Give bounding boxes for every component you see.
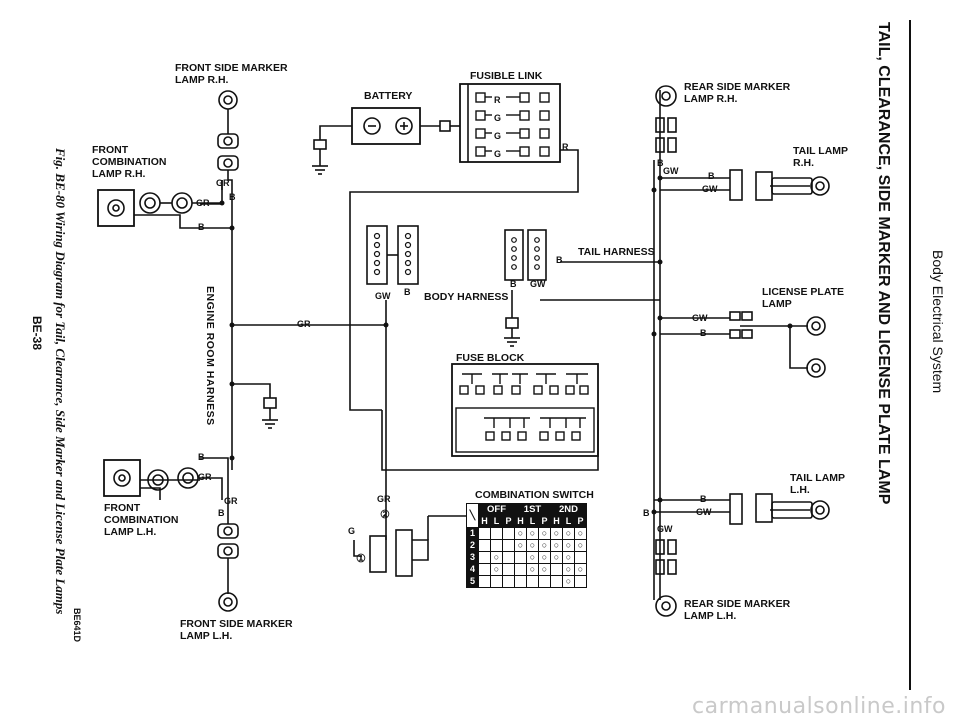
wire-label-b: B [404,287,411,297]
switch-subheader: P [538,515,551,528]
wire-label-gw: GW [530,279,546,289]
figure-caption: Fig. BE-80 Wiring Diagram for Tail, Clea… [53,148,68,615]
combination-switch-table: ╲ OFF 1ST 2ND H L P H L P H L P 1 ○○○○○○… [466,503,587,588]
battery-label: BATTERY [364,90,413,102]
wire-label-gw: GW [702,184,718,194]
switch-position-off: OFF [478,503,515,516]
tail-lamp-lh-label: TAIL LAMP L.H. [790,472,846,496]
switch-position-1st: 1ST [514,503,551,516]
switch-row-5: 5 ○ [466,575,587,588]
wire-label-r: R [494,95,501,105]
rear-side-marker-lh-label: REAR SIDE MARKER LAMP L.H. [684,598,791,622]
wire-label-b: B [700,328,707,338]
wire-label-gw: GW [663,166,679,176]
switch-subheader: H [550,515,563,528]
wire-label-b: B [556,255,563,265]
wire-label-r: R [562,142,569,152]
switch-subheader: L [526,515,539,528]
tail-lamp-rh-label: TAIL LAMP R.H. [793,145,849,169]
wire-label-b: B [198,222,205,232]
wire-label-g: G [494,131,502,141]
wire-label-gw: GW [692,313,708,323]
wire-label-gw: GW [375,291,391,301]
wire-label-gr: GR [224,496,238,506]
switch-row-2: 2 ○○○○○○ [466,539,587,552]
wire-label-b: B [510,279,517,289]
page-number: BE-38 [30,316,44,351]
terminal-1-label: ① [356,553,366,565]
switch-row-number: 4 [466,563,479,576]
wire-label-b: B [643,508,650,518]
tail-harness-label: TAIL HARNESS [578,246,655,258]
switch-subheader: P [574,515,587,528]
front-combination-lh-label: FRONT COMBINATION LAMP L.H. [104,502,179,538]
wire-label-gr: GR [198,472,212,482]
wire-label-gr: GR [196,198,210,208]
wire-label-gr: GR [216,178,230,188]
wire-label-g: G [348,526,356,536]
wire-label-g: G [494,149,502,159]
wire-label-b: B [198,452,205,462]
wire-label-b: B [708,171,715,181]
switch-position-2nd: 2ND [550,503,587,516]
switch-row-number: 3 [466,551,479,564]
license-plate-lamp-label: LICENSE PLATE LAMP [762,286,845,310]
watermark: carmanualsonline.info [692,694,946,719]
switch-row-3: 3 ○○○○○ [466,551,587,564]
fusible-link-label: FUSIBLE LINK [470,70,543,82]
wire-label-b: B [218,508,225,518]
switch-row-1: 1 ○○○○○○ [466,527,587,540]
switch-subheader: H [514,515,527,528]
front-combination-rh-label: FRONT COMBINATION LAMP R.H. [92,144,167,180]
figure-code: BE641D [72,608,82,643]
switch-row-number: 5 [466,575,479,588]
switch-row-number: 2 [466,539,479,552]
rear-side-marker-rh-label: REAR SIDE MARKER LAMP R.H. [684,81,791,105]
terminal-2-label: ② [380,509,390,521]
wire-label-gw: GW [657,524,673,534]
wire-label-g: G [494,113,502,123]
wire-label-gw: GW [696,507,712,517]
front-side-marker-rh-label: FRONT SIDE MARKER LAMP R.H. [175,62,288,86]
wire-label-b: B [657,158,664,168]
switch-row-4: 4 ○○○○○ [466,563,587,576]
fuse-block-label: FUSE BLOCK [456,352,525,364]
wire-label-gr: GR [377,494,391,504]
engine-room-harness-label: ENGINE ROOM HARNESS [204,286,216,426]
combination-switch-label: COMBINATION SWITCH [475,489,594,501]
body-harness-label: BODY HARNESS [424,291,509,303]
switch-subheader: L [562,515,575,528]
switch-subheader: P [502,515,515,528]
switch-row-number: 1 [466,527,479,540]
switch-subheader: L [490,515,503,528]
switch-subheader: H [478,515,491,528]
section-title: Body Electrical System [930,250,946,394]
switch-corner-cell: ╲ [466,503,479,528]
wire-label-b: B [700,494,707,504]
wire-label-gr: GR [297,319,311,329]
wire-label-b: B [229,192,236,202]
front-side-marker-lh-label: FRONT SIDE MARKER LAMP L.H. [180,618,293,642]
side-title: TAIL, CLEARANCE, SIDE MARKER AND LICENSE… [875,22,892,505]
